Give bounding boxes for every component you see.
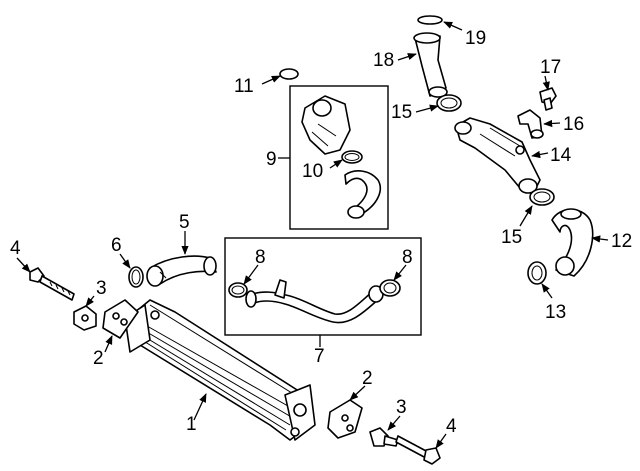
callout-12: 12 (611, 231, 632, 252)
hose-12[interactable] (551, 208, 594, 277)
callout-5: 5 (179, 212, 190, 233)
outlet-tube-18[interactable] (413, 32, 448, 98)
bracket-right[interactable] (327, 399, 363, 439)
bracket-left[interactable] (102, 299, 139, 339)
bolt-right-long[interactable] (395, 435, 441, 465)
callout-14: 14 (550, 145, 572, 166)
clamp-15-upper[interactable] (436, 94, 462, 112)
air-duct-14[interactable] (454, 117, 541, 194)
o-ring-13[interactable] (527, 261, 547, 285)
assembly-7-frame (224, 237, 422, 336)
callout-8-right: 8 (402, 247, 413, 268)
callout-18: 18 (373, 50, 394, 71)
callout-10: 10 (302, 161, 323, 182)
elbow-16[interactable] (517, 109, 544, 139)
inlet-hose[interactable] (146, 255, 217, 287)
sensor-17[interactable] (539, 87, 557, 111)
callout-17: 17 (540, 57, 561, 78)
callout-2-left: 2 (93, 348, 104, 369)
clamp-15-lower[interactable] (529, 188, 555, 206)
callout-1: 1 (186, 414, 197, 435)
throttle-adapter[interactable] (301, 95, 351, 155)
callout-2-right: 2 (362, 368, 373, 389)
callout-3-left: 3 (96, 278, 107, 299)
bolt-left-long[interactable] (29, 267, 75, 301)
small-hose-9[interactable] (344, 170, 382, 219)
o-ring-11[interactable] (279, 68, 299, 80)
callout-11: 11 (234, 76, 254, 97)
intercooler[interactable] (124, 299, 316, 441)
callout-3-right: 3 (396, 397, 407, 418)
callout-6: 6 (111, 235, 122, 256)
clamp-8-right[interactable] (379, 279, 401, 297)
o-ring-19[interactable] (417, 15, 443, 25)
leader-lines (16, 21, 609, 449)
callout-15-lower: 15 (501, 227, 522, 248)
intercooler-pipe[interactable] (245, 279, 384, 324)
callout-4-left: 4 (10, 238, 21, 259)
callout-13: 13 (545, 302, 566, 323)
callout-16: 16 (563, 114, 584, 135)
callout-7: 7 (314, 346, 325, 367)
nut-left[interactable] (73, 305, 97, 331)
callout-8-left: 8 (255, 247, 266, 268)
callout-9: 9 (266, 149, 277, 170)
callout-4-right: 4 (446, 416, 457, 437)
clamp-8-left[interactable] (228, 282, 248, 298)
clamp-10[interactable] (341, 150, 363, 164)
callout-19: 19 (465, 28, 486, 49)
callout-15-upper: 15 (391, 102, 412, 123)
o-ring-6[interactable] (128, 266, 144, 288)
bolt-right-short[interactable] (369, 427, 399, 447)
